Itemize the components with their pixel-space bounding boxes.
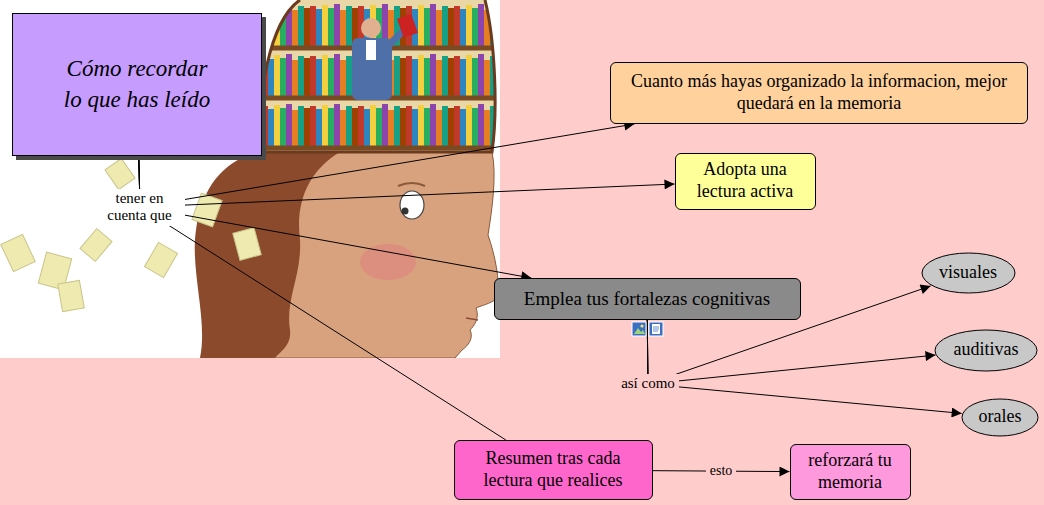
- page: [58, 280, 85, 311]
- hair: [195, 150, 340, 358]
- connector: [139, 156, 506, 441]
- ellipse-shape: [962, 399, 1038, 436]
- connector: [647, 320, 935, 384]
- concept-ellipse: visuales: [921, 252, 1016, 294]
- concept-ellipse: orales: [961, 398, 1039, 437]
- man-arm: [388, 30, 404, 46]
- linking-phrase-text: tener en cuenta que: [99, 190, 181, 225]
- red-book: [397, 14, 418, 38]
- page: [233, 228, 261, 261]
- concept-text: reforzará tu memoria: [800, 450, 900, 493]
- document-icon-lines: [653, 327, 659, 331]
- flying-pages: [1, 158, 261, 311]
- illustration-ground: [0, 0, 500, 358]
- page: [80, 229, 112, 262]
- shelf: [255, 146, 500, 151]
- image-icon-frame: [632, 322, 646, 336]
- concept-text: Cómo recordar lo que has leído: [57, 53, 217, 115]
- linking-phrase: así como: [618, 374, 679, 394]
- page: [1, 234, 35, 271]
- eyebrow: [398, 183, 425, 186]
- pupil: [402, 208, 409, 215]
- document-icon-frame: [649, 322, 663, 336]
- concept-text: Resumen tras cada lectura que realices: [464, 448, 642, 491]
- page: [105, 158, 135, 189]
- books: [255, 0, 500, 155]
- document-icon-sheet: [652, 324, 660, 334]
- image-icon-hill: [634, 328, 645, 334]
- concept-text: auditivas: [954, 339, 1019, 361]
- image-icon-sun: [640, 324, 643, 327]
- ellipse-shape: [922, 253, 1015, 293]
- edge-label-text: esto: [709, 463, 733, 479]
- concept-text: Emplea tus fortalezas cognitivas: [524, 288, 770, 311]
- concept-text: Cuanto más hayas organizado la informaci…: [624, 71, 1014, 114]
- concept-box: Resumen tras cada lectura que realices: [454, 440, 653, 500]
- page: [144, 242, 177, 277]
- root-concept-box: Cómo recordar lo que has leído: [12, 13, 262, 156]
- concept-text: Adopta una lectura activa: [685, 159, 805, 202]
- concept-box: Emplea tus fortalezas cognitivas: [494, 278, 801, 320]
- linking-phrase: tener en cuenta que: [96, 189, 185, 226]
- connector: [139, 156, 532, 279]
- concept-text: visuales: [939, 262, 997, 284]
- man-head: [361, 18, 381, 38]
- bookshelf: [255, 0, 500, 155]
- image-icon: [632, 322, 646, 336]
- edge-label: esto: [706, 462, 736, 481]
- connector: [139, 156, 675, 208]
- linking-phrase-text: así como: [621, 375, 676, 392]
- skull-rim: [260, 0, 300, 152]
- concept-ellipse: auditivas: [934, 329, 1038, 372]
- concept-box: Adopta una lectura activa: [675, 153, 816, 210]
- mouth: [466, 318, 478, 320]
- ellipse-shape: [935, 330, 1037, 371]
- connector: [647, 320, 961, 413]
- document-icon: [649, 322, 663, 336]
- concept-text: orales: [979, 406, 1022, 428]
- skull-rim: [262, 0, 495, 152]
- concept-box: reforzará tu memoria: [790, 444, 911, 500]
- page: [192, 193, 222, 227]
- concept-box: Cuanto más hayas organizado la informaci…: [610, 62, 1028, 124]
- man-shirt: [366, 40, 376, 60]
- cheek: [360, 244, 416, 280]
